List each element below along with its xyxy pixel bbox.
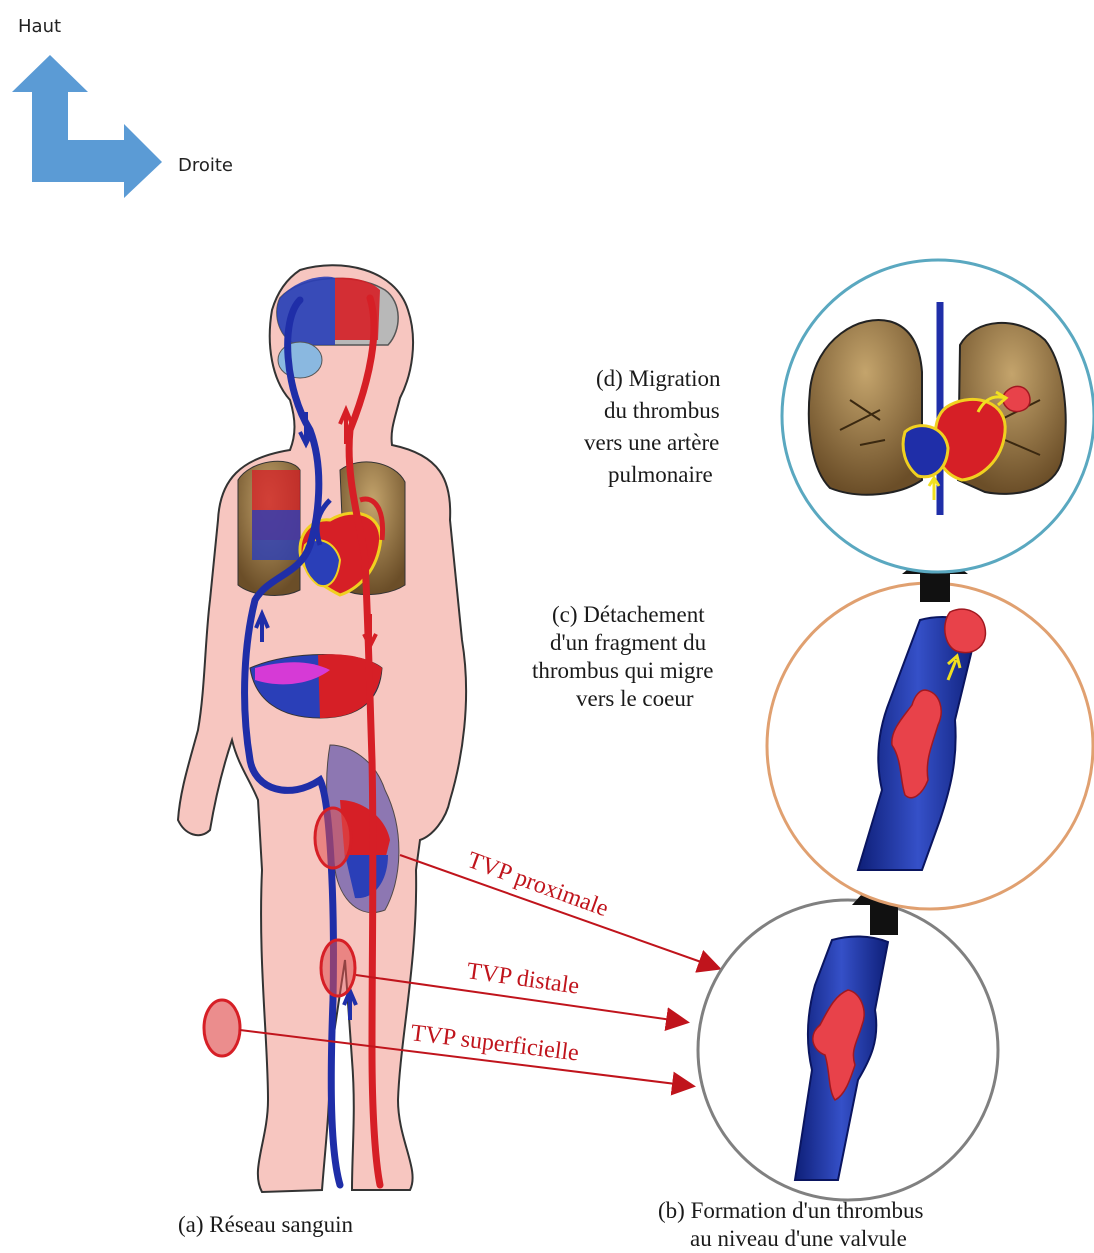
panel-d-lungs <box>782 260 1094 572</box>
panel-c-vessel <box>767 583 1093 909</box>
panel-c-caption-line3: thrombus qui migre <box>532 658 713 683</box>
proximal-dvt-marker <box>315 808 351 868</box>
superficial-dvt-label: TVP superficielle <box>409 1020 580 1066</box>
panel-b-caption-line1: (b) Formation d'un thrombus <box>658 1198 923 1223</box>
panel-d-caption-line3: vers une artère <box>584 430 719 455</box>
panel-c-caption-line4: vers le coeur <box>576 686 694 711</box>
panel-d-caption-line4: pulmonaire <box>608 462 713 487</box>
right-label: Droite <box>178 155 233 176</box>
detached-fragment <box>945 609 986 652</box>
panel-d-caption: (d) Migration du thrombus vers une artèr… <box>584 366 721 487</box>
up-label: Haut <box>18 16 61 37</box>
panel-a-caption: (a) Réseau sanguin <box>178 1212 353 1237</box>
up-right-arrow-icon <box>12 55 162 198</box>
panel-c-caption-line1: (c) Détachement <box>552 602 705 627</box>
panel-d-caption-line1: (d) Migration <box>596 366 721 391</box>
panel-d-caption-line2: du thrombus <box>604 398 720 423</box>
distal-dvt-marker <box>321 940 355 996</box>
panel-b-caption-line2: au niveau d'une valvule <box>690 1226 907 1251</box>
orientation-indicator: Haut Droite <box>12 16 233 198</box>
panel-c-caption-line2: d'un fragment du <box>550 630 707 655</box>
panel-c-caption: (c) Détachement d'un fragment du thrombu… <box>532 602 713 711</box>
superficial-dvt-marker <box>204 1000 240 1056</box>
panel-b-vessel <box>698 900 998 1200</box>
